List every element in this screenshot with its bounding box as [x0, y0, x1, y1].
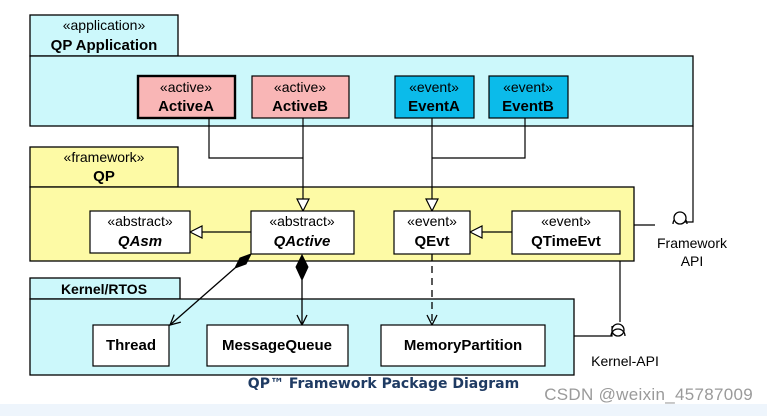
eventb-to-qevt — [432, 118, 526, 159]
application-package: «application» QP Application — [29, 14, 694, 127]
class-activea: «active» ActiveA — [136, 74, 237, 120]
kernel-api-label: Kernel-API — [591, 353, 659, 369]
generalization-lines — [190, 118, 526, 232]
eventa-stereotype: «event» — [409, 79, 459, 95]
framework-stereotype: «framework» — [64, 149, 145, 165]
framework-api-lollipop — [673, 211, 687, 225]
qtimeevt-stereotype: «event» — [541, 213, 591, 229]
qactive-name: QActive — [274, 233, 331, 250]
class-eventb: «event» EventB — [488, 75, 569, 119]
qevt-stereotype: «event» — [407, 213, 457, 229]
qactive-thread-diamond — [233, 253, 253, 269]
application-stereotype: «application» — [63, 17, 146, 33]
composition-lines — [170, 253, 432, 325]
qasm-name: QAsm — [118, 233, 162, 250]
class-eventa: «event» EventA — [394, 75, 475, 119]
diagram-caption: QP™ Framework Package Diagram — [247, 376, 520, 392]
application-package-body — [29, 55, 694, 127]
class-qactive: «abstract» QActive — [250, 210, 355, 255]
thread-name: Thread — [106, 337, 156, 354]
class-activeb: «active» ActiveB — [251, 75, 350, 119]
framework-api-label-line2: API — [681, 253, 704, 269]
application-package-tab — [29, 14, 179, 57]
qactive-queue-diamond — [295, 253, 309, 282]
memorypartition-name: MemoryPartition — [404, 337, 522, 354]
qtimeevt-name: QTimeEvt — [531, 233, 601, 250]
kernel-api-lollipop — [611, 323, 625, 337]
footer-band — [0, 404, 767, 416]
watermark: CSDN @weixin_45787009 — [544, 385, 753, 404]
eventb-name: EventB — [502, 98, 554, 115]
eventa-name: EventA — [408, 98, 460, 115]
qactive-stereotype: «abstract» — [269, 213, 335, 229]
activea-name: ActiveA — [158, 98, 214, 115]
kernel-package-name: Kernel/RTOS — [61, 281, 147, 297]
kernel-api-interface: Kernel-API — [574, 261, 659, 369]
messagequeue-name: MessageQueue — [222, 337, 332, 354]
class-thread: Thread — [92, 324, 170, 367]
qevt-name: QEvt — [414, 233, 449, 250]
qactive-thread-line — [170, 267, 236, 325]
activea-to-qactive — [208, 118, 303, 159]
eventb-stereotype: «event» — [503, 79, 553, 95]
application-package-name: QP Application — [51, 37, 158, 54]
activea-stereotype: «active» — [160, 79, 212, 95]
framework-api-label-line1: Framework — [657, 235, 728, 251]
class-messagequeue: MessageQueue — [206, 324, 349, 367]
qasm-stereotype: «abstract» — [107, 213, 173, 229]
class-qevt: «event» QEvt — [393, 210, 471, 255]
framework-api-interface: Framework API — [634, 126, 728, 269]
class-qtimeevt: «event» QTimeEvt — [511, 210, 621, 255]
framework-package-name: QP — [93, 168, 115, 185]
class-qasm: «abstract» QAsm — [89, 210, 191, 254]
class-memorypartition: MemoryPartition — [380, 324, 546, 367]
activeb-stereotype: «active» — [274, 79, 326, 95]
activeb-name: ActiveB — [272, 98, 328, 115]
